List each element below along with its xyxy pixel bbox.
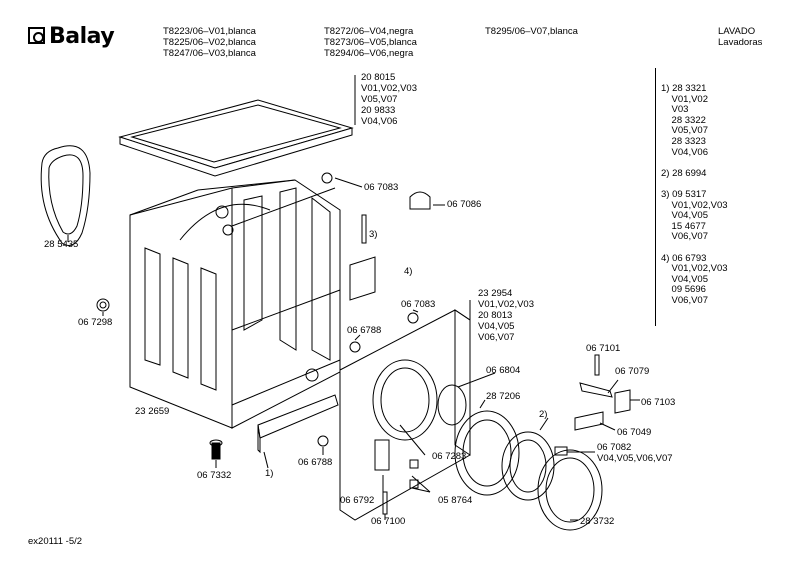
part-066788-b: 06 6788 [298, 457, 333, 468]
note-line: V06,V07 [661, 231, 709, 243]
models-col2-3: T8294/06–V06,negra [324, 48, 414, 59]
part-front-panel-1: 23 2954 [478, 288, 513, 299]
part-066788-a: 06 6788 [347, 325, 382, 336]
ref-2: 2) [539, 409, 548, 420]
part-066792: 06 6792 [340, 495, 375, 506]
part-067083-a: 06 7083 [364, 182, 399, 193]
brand-logo-icon [28, 27, 45, 44]
note-line: 1) 28 3321 [661, 83, 707, 94]
note-line: V04,V05 [661, 210, 709, 222]
part-067103: 06 7103 [641, 397, 676, 408]
part-067100: 06 7100 [371, 516, 406, 527]
models-col2-1: T8272/06–V04,negra [324, 26, 414, 37]
part-top-cover-5: V04,V06 [361, 116, 398, 127]
note-line: V01,V02 [661, 93, 709, 105]
models-col2-2: T8273/06–V05,blanca [324, 37, 417, 48]
part-285435: 28 5435 [44, 239, 79, 250]
ref-3: 3) [369, 229, 378, 240]
note-line: 3) 09 5317 [661, 189, 707, 200]
part-front-panel-5: V06,V07 [478, 332, 515, 343]
ref-1: 1) [265, 468, 274, 479]
section-title: LAVADO [718, 26, 756, 37]
note-line: V05,V07 [661, 125, 709, 137]
part-067298: 06 7298 [78, 317, 113, 328]
part-top-cover-3: V05,V07 [361, 94, 398, 105]
ref-4: 4) [404, 266, 413, 277]
note-line: 15 4677 [661, 220, 706, 232]
note-line: V04,V06 [661, 146, 709, 158]
part-front-panel-2: V01,V02,V03 [478, 299, 534, 310]
note-line: V04,V05 [661, 273, 709, 285]
footer-code: ex20111 -5/2 [28, 536, 83, 547]
front-panel-drawing [339, 309, 471, 521]
part-front-panel-3: 20 8013 [478, 310, 513, 321]
door-drawing [437, 384, 603, 531]
cabinet-drawing [129, 179, 341, 429]
note-line: 2) 28 6994 [661, 167, 707, 179]
section-subtitle: Lavadoras [718, 37, 763, 48]
part-top-cover-2: V01,V02,V03 [361, 83, 417, 94]
brand-logo: Balay [49, 24, 115, 49]
top-cover-drawing [118, 99, 354, 177]
part-top-cover-1: 20 8015 [361, 72, 396, 83]
part-067082-1: 06 7082 [597, 442, 632, 453]
part-283732: 28 3732 [580, 516, 615, 527]
part-067082-2: V04,V05,V06,V07 [597, 453, 673, 464]
part-top-cover-4: 20 9833 [361, 105, 396, 116]
note-line: 28 3322 [661, 114, 706, 126]
part-front-panel-4: V04,V05 [478, 321, 515, 332]
note-line: V06,V07 [661, 295, 709, 306]
gasket-drawing [40, 145, 91, 246]
models-col1-3: T8247/06–V03,blanca [163, 48, 256, 59]
part-287206: 28 7206 [486, 391, 521, 402]
foot-drawing [96, 298, 110, 312]
models-col1-2: T8225/06–V02,blanca [163, 37, 256, 48]
note-line: 09 5696 [661, 284, 706, 296]
note-line: 4) 06 6793 [661, 252, 707, 264]
part-067083-b: 06 7083 [401, 299, 436, 310]
part-058764: 05 8764 [438, 495, 473, 506]
note-line: V01,V02,V03 [661, 263, 728, 275]
part-067101: 06 7101 [586, 343, 621, 354]
note-line: V01,V02,V03 [661, 199, 728, 211]
part-066804: 06 6804 [486, 365, 521, 376]
part-067283: 06 7283 [432, 451, 467, 462]
part-067079: 06 7079 [615, 366, 650, 377]
models-col3-1: T8295/06–V07,blanca [485, 26, 578, 37]
part-067086: 06 7086 [447, 199, 482, 210]
part-232659: 23 2659 [135, 406, 170, 417]
part-067332: 06 7332 [197, 470, 232, 481]
note-line: 28 3323 [661, 136, 706, 147]
part-067049: 06 7049 [617, 427, 652, 438]
models-col1-1: T8223/06–V01,blanca [163, 26, 256, 37]
note-line: V03 [661, 104, 689, 116]
notes-divider [655, 68, 656, 326]
